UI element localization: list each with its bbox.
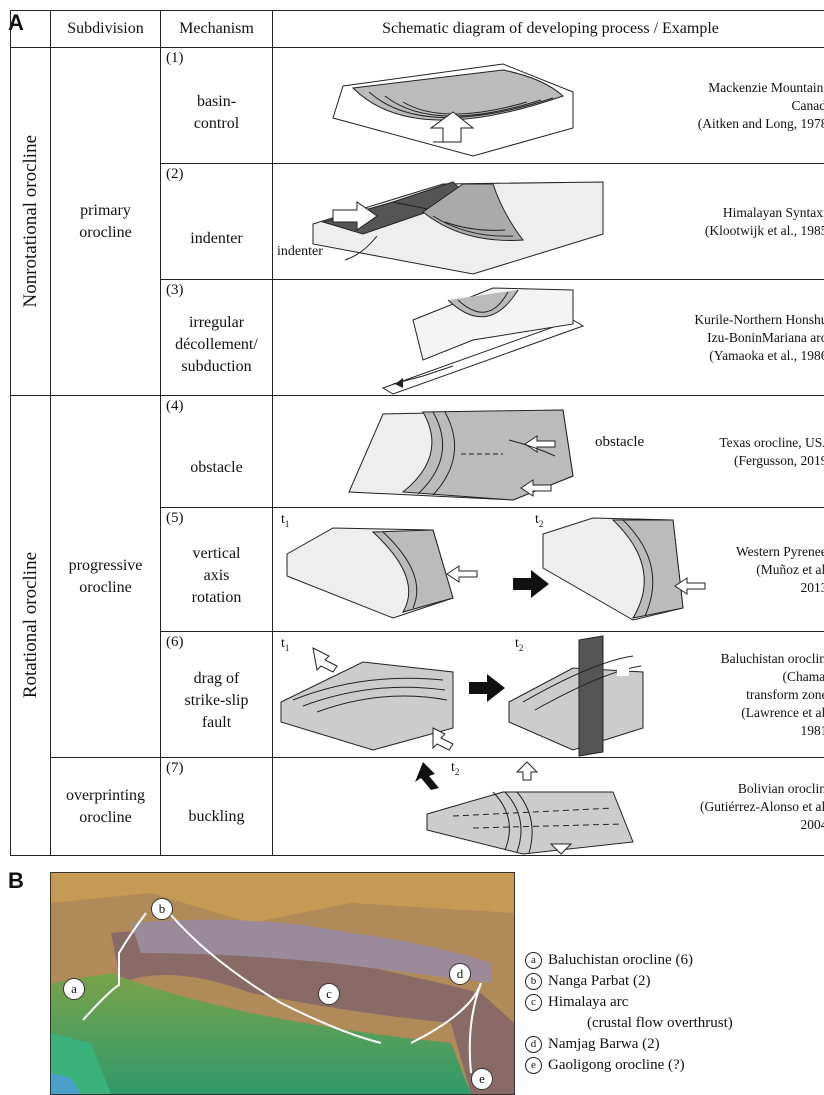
mechanism-vertical-axis-rotation: (5) vertical axis rotation: [161, 508, 273, 632]
diagram-irregular-decollement: Kurile-Northern Honshu- Izu-BoninMariana…: [273, 280, 824, 396]
legend-row-c-note: (crustal flow overthrust): [525, 1013, 733, 1034]
orocline-classification-table: Subdivision Mechanism Schematic diagram …: [10, 10, 824, 856]
mechanism-drag-strike-slip: (6) drag of strike-slip fault: [161, 632, 273, 758]
group-nonrotational: Nonrotational orocline: [11, 48, 51, 396]
panel-b-label: B: [8, 868, 24, 894]
topography-image: [51, 873, 514, 1094]
example-4: Texas orocline, USA (Fergusson, 2019): [662, 396, 824, 507]
header-schematic: Schematic diagram of developing process …: [273, 11, 824, 48]
subdivision-progressive: progressive orocline: [51, 396, 161, 758]
example-5: Western Pyrenees (Muñoz et al., 2013): [662, 508, 824, 631]
mechanism-basin-control: (1) basin- control: [161, 48, 273, 164]
mechanism-indenter: (2) indenter: [161, 164, 273, 280]
t2-label-row6: t2: [515, 636, 523, 653]
t2-label-row5: t2: [535, 512, 543, 529]
example-6: Baluchistan orocline (Chaman transform z…: [662, 632, 824, 757]
diagram-buckling: t2 Bolivian orocline (Gutiérrez-Alonso e…: [273, 758, 824, 856]
mechanism-irregular-decollement: (3) irregular décollement/ subduction: [161, 280, 273, 396]
diagram-drag-strike-slip: t1 t2 Baluchistan orocline (Chaman trans…: [273, 632, 824, 758]
mechanism-obstacle: (4) obstacle: [161, 396, 273, 508]
example-3: Kurile-Northern Honshu- Izu-BoninMariana…: [662, 280, 824, 395]
t1-label-row5: t1: [281, 512, 289, 529]
map-label-d: d: [449, 963, 471, 985]
map-label-b: b: [151, 898, 173, 920]
diagram-vertical-axis-rotation: t1 t2 Western Pyrenees (Muñoz et al., 20…: [273, 508, 824, 632]
t1-label-row6: t1: [281, 636, 289, 653]
diagram-indenter: indenter Himalayan Syntaxis (Klootwijk e…: [273, 164, 824, 280]
subdivision-overprinting: overprinting orocline: [51, 758, 161, 856]
group-rotational: Rotational orocline: [11, 396, 51, 856]
t2-label-row7: t2: [451, 760, 459, 777]
example-7: Bolivian orocline (Gutiérrez-Alonso et a…: [662, 758, 824, 855]
map-label-e: e: [471, 1068, 493, 1090]
subdivision-primary: primary orocline: [51, 48, 161, 396]
mechanism-buckling: (7) buckling: [161, 758, 273, 856]
header-subdivision: Subdivision: [51, 11, 161, 48]
indenter-label: indenter: [277, 244, 323, 260]
example-1: Mackenzie Mountains, Canada (Aitken and …: [662, 48, 824, 163]
map-label-c: c: [318, 983, 340, 1005]
map-label-a: a: [63, 978, 85, 1000]
obstacle-label: obstacle: [595, 434, 644, 451]
example-2: Himalayan Syntaxis (Klootwijk et al., 19…: [662, 164, 824, 279]
diagram-obstacle: obstacle Texas orocline, USA (Fergusson,…: [273, 396, 824, 508]
diagram-basin-control: Mackenzie Mountains, Canada (Aitken and …: [273, 48, 824, 164]
himalaya-topographic-map: a b c d e: [50, 872, 515, 1095]
corner-cell: [11, 11, 51, 48]
header-mechanism: Mechanism: [161, 11, 273, 48]
